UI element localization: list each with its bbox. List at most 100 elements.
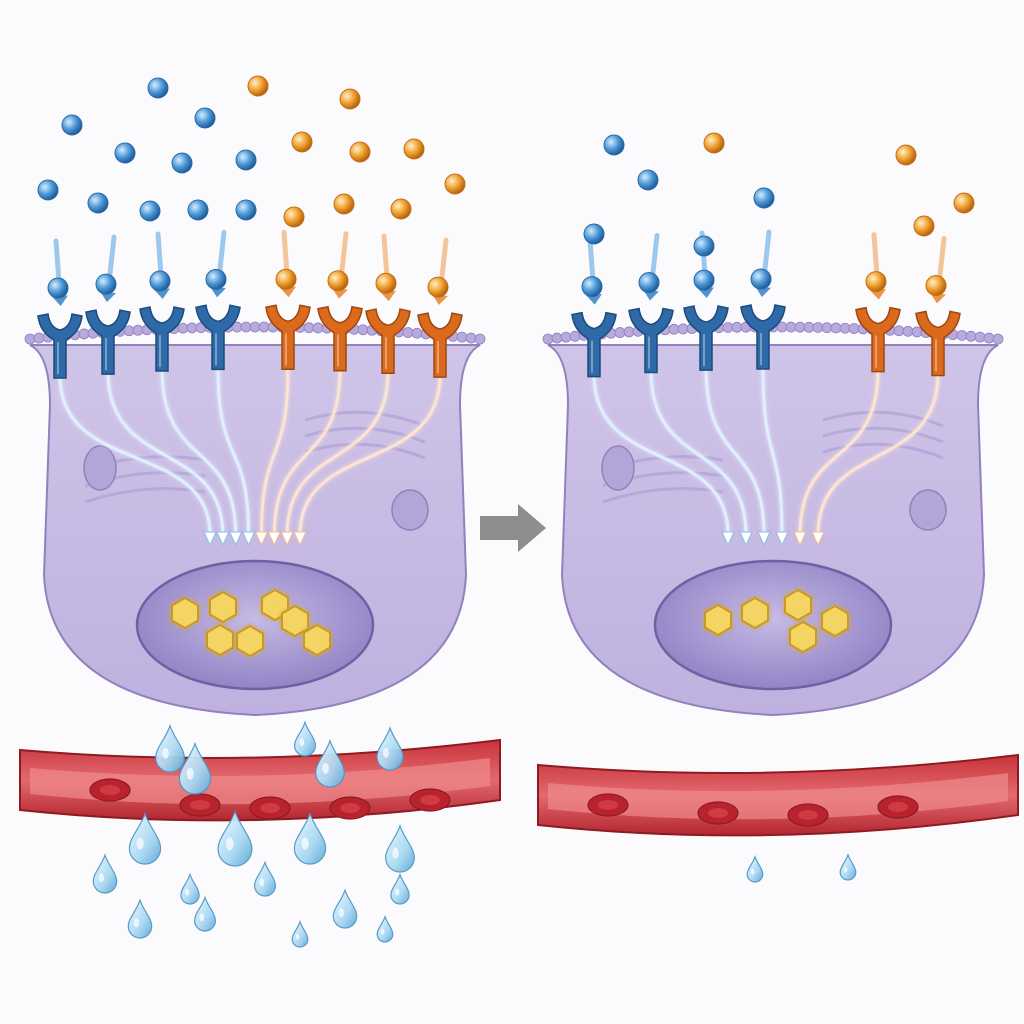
water-drop (390, 872, 410, 905)
orange-ligand (333, 193, 355, 215)
panel-after (537, 132, 1019, 883)
blood-vessel (537, 753, 1019, 837)
rbc-center (420, 795, 440, 805)
signal-arrowhead (254, 531, 269, 547)
drop-highlight (338, 908, 345, 918)
signal-pathway (798, 369, 880, 536)
membrane-bead (456, 331, 468, 343)
signal-arrowhead (293, 531, 307, 547)
drop-highlight (259, 878, 265, 887)
drop-highlight (185, 888, 190, 896)
mitochondrion (601, 445, 635, 491)
signal-pathway (216, 367, 251, 536)
orange-receptor (915, 310, 961, 377)
water-drop (92, 853, 118, 894)
membrane-bead (830, 322, 842, 334)
er-fold (304, 410, 426, 428)
membrane-bead (186, 322, 198, 334)
membrane-bead (33, 332, 45, 344)
blue-ligand (581, 276, 603, 298)
signal-arrowhead (267, 531, 282, 547)
signal-pathway (592, 374, 730, 536)
orange-receptor (855, 306, 901, 373)
blue-ligand (139, 200, 161, 222)
rbc-center (260, 803, 280, 813)
blue-receptor (683, 305, 729, 371)
orange-ligand (375, 272, 397, 294)
blue-ligand (147, 77, 169, 99)
drop-highlight (199, 913, 205, 922)
blue-ligand (149, 270, 171, 292)
blue-ligand (603, 134, 625, 156)
signal-arrowhead (793, 531, 807, 547)
drop-highlight (322, 762, 329, 774)
signal-arrowhead (280, 531, 294, 547)
membrane-bead (78, 328, 90, 340)
mitochondrion (391, 489, 429, 531)
blue-receptor (37, 313, 83, 379)
drop-highlight (225, 837, 234, 851)
hormone-ring (281, 604, 309, 638)
orange-ligand (703, 132, 725, 154)
blue-ligand (187, 199, 209, 221)
er-fold (304, 426, 426, 444)
signal-pathway (816, 373, 940, 536)
drop-highlight (301, 837, 309, 850)
water-drop (127, 898, 153, 939)
blue-ligand (61, 114, 83, 136)
membrane-bead (411, 327, 423, 339)
membrane-bead (177, 322, 189, 334)
signal-pathway (58, 376, 212, 536)
water-drop (291, 919, 309, 948)
blood-vessel (19, 738, 501, 822)
signal-arrowhead (739, 531, 753, 547)
water-drop (253, 860, 277, 897)
membrane-bead (956, 330, 968, 341)
drop-highlight (186, 767, 194, 780)
blue-ligand (87, 192, 109, 214)
rbc-center (100, 785, 120, 795)
membrane-bead (848, 323, 860, 334)
membrane-bead (402, 327, 414, 338)
orange-ligand (953, 192, 975, 214)
orange-ligand (403, 138, 425, 160)
blue-ligand (47, 277, 69, 299)
membrane-bead (902, 325, 914, 337)
drop-highlight (383, 748, 389, 758)
blue-ligand (753, 187, 775, 209)
membrane-bead (677, 323, 689, 335)
rbc-center (340, 803, 360, 813)
orange-ligand (925, 274, 947, 296)
signal-pathway (649, 370, 748, 536)
blue-ligand (114, 142, 136, 164)
nucleus (653, 559, 893, 691)
signal-arrowhead (228, 531, 243, 547)
nucleus (135, 559, 375, 691)
blue-ligand (693, 235, 715, 257)
membrane-bead (24, 333, 36, 345)
membrane-bead (974, 331, 986, 343)
blue-receptor (628, 307, 674, 374)
membrane-bead (123, 325, 135, 337)
membrane-bead (132, 324, 144, 336)
blue-receptor (740, 304, 786, 370)
water-drop (332, 888, 358, 929)
membrane-bead (569, 330, 581, 342)
blue-ligand (583, 223, 605, 245)
membrane-bead (668, 323, 680, 335)
er-fold (822, 442, 944, 460)
signal-arrowhead (203, 531, 217, 547)
drop-highlight (98, 873, 105, 883)
membrane-bead (722, 322, 734, 333)
rbc-center (708, 808, 728, 818)
orange-ligand (427, 276, 449, 298)
panel-before (19, 75, 501, 948)
membrane-bead (992, 333, 1004, 345)
orange-ligand (349, 141, 371, 163)
membrane-bead (240, 321, 252, 333)
blue-receptor (195, 304, 241, 371)
rbc-center (798, 810, 818, 820)
membrane-bead (560, 331, 572, 343)
